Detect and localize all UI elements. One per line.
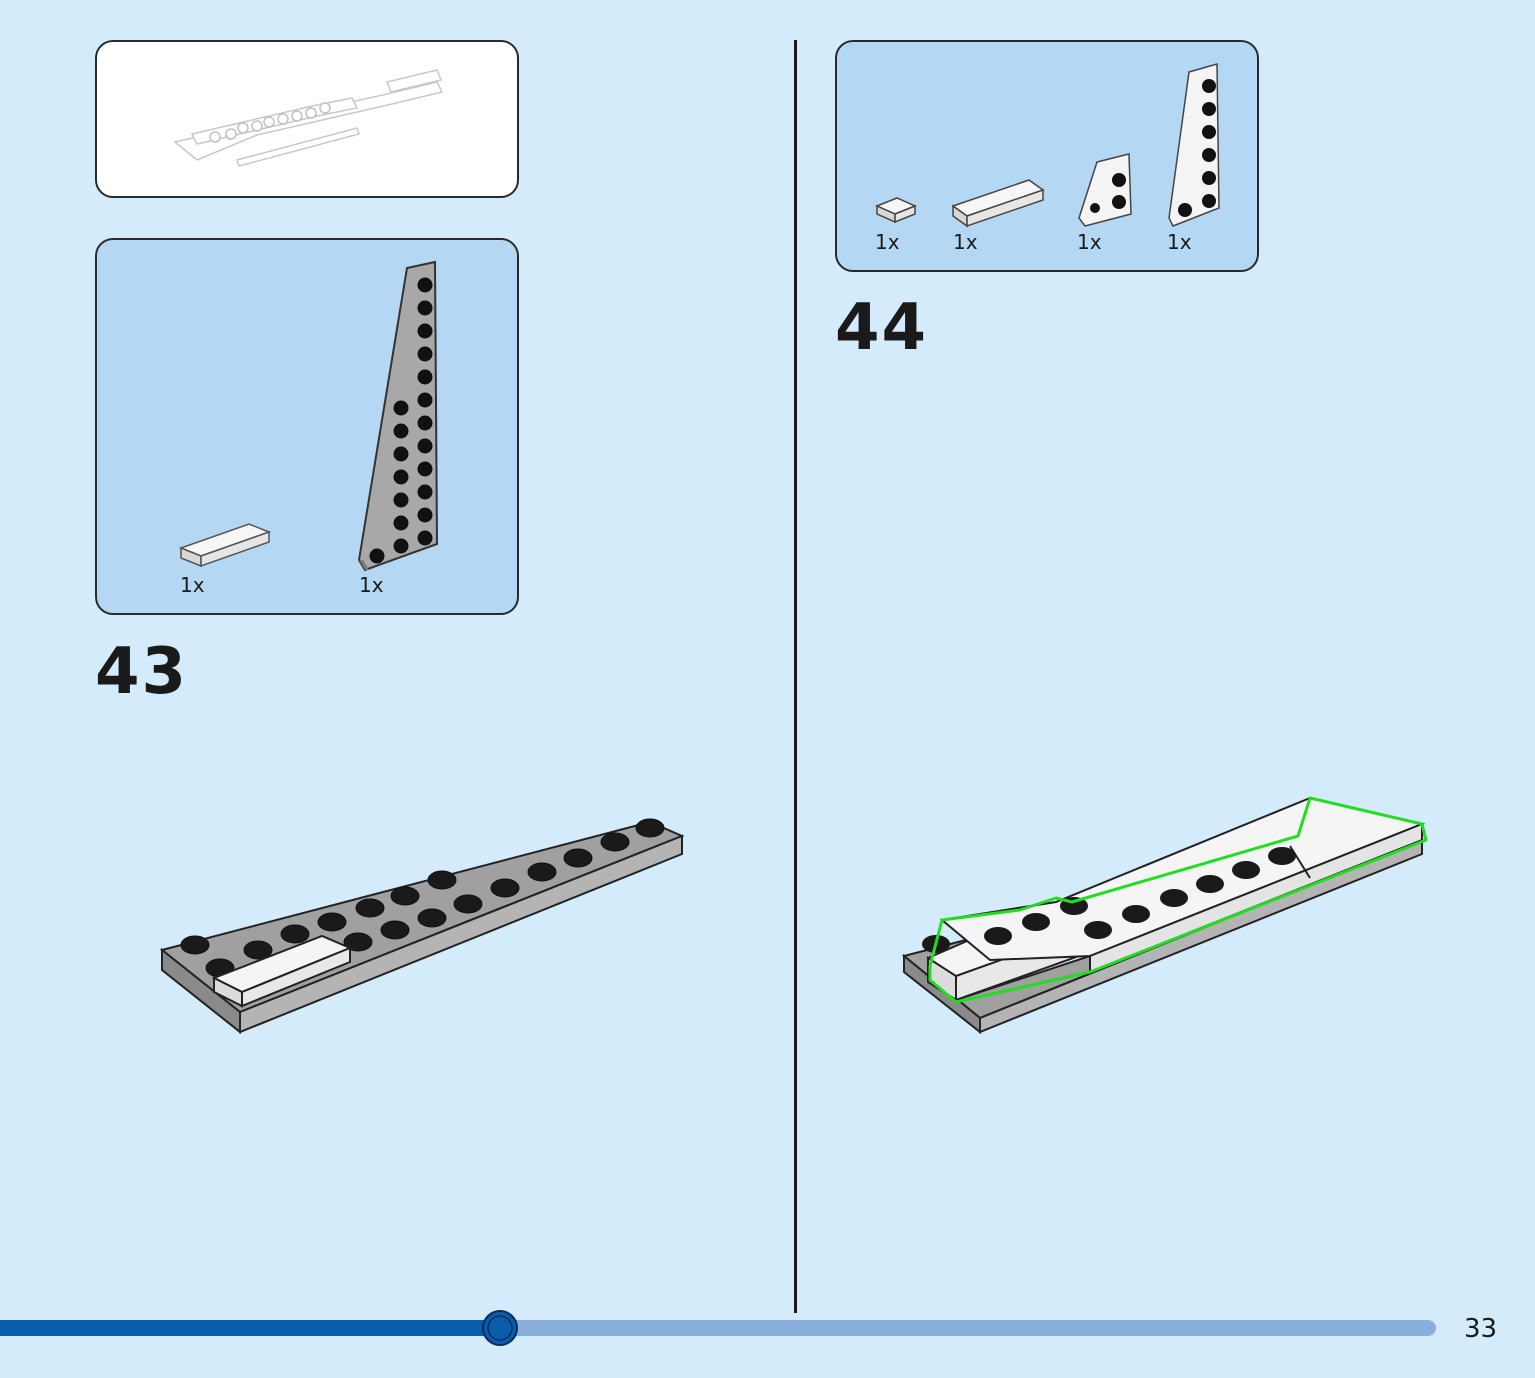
progress-bar: [0, 1310, 1436, 1346]
part-qty: 1x: [953, 230, 978, 254]
step-number: 44: [835, 291, 929, 365]
white-tile-1x4-icon: [951, 179, 1045, 228]
step-44-parts-box: 1x 1x 1x 1x: [835, 40, 1259, 272]
step-number: 43: [95, 635, 189, 709]
page-number: 33: [1464, 1314, 1498, 1344]
gray-wedge-plate-icon: [357, 260, 439, 572]
part-qty: 1x: [180, 573, 205, 597]
step-44-model-image: [901, 796, 1428, 1035]
white-wedge-plate-long-icon: [1168, 63, 1220, 227]
white-wedge-plate-small-icon: [1078, 153, 1132, 227]
white-tile-1x4-icon: [178, 523, 272, 568]
part-qty: 1x: [875, 230, 900, 254]
step-43-parts-box: 1x 1x: [95, 238, 519, 615]
page-divider: [794, 40, 797, 1313]
submodel-preview-box: [95, 40, 519, 198]
step-43-model-image: [159, 818, 685, 1035]
part-qty: 1x: [1077, 230, 1102, 254]
part-qty: 1x: [359, 573, 384, 597]
white-tile-1x1-icon: [875, 197, 917, 224]
submodel-preview-image: [173, 69, 444, 167]
part-qty: 1x: [1167, 230, 1192, 254]
